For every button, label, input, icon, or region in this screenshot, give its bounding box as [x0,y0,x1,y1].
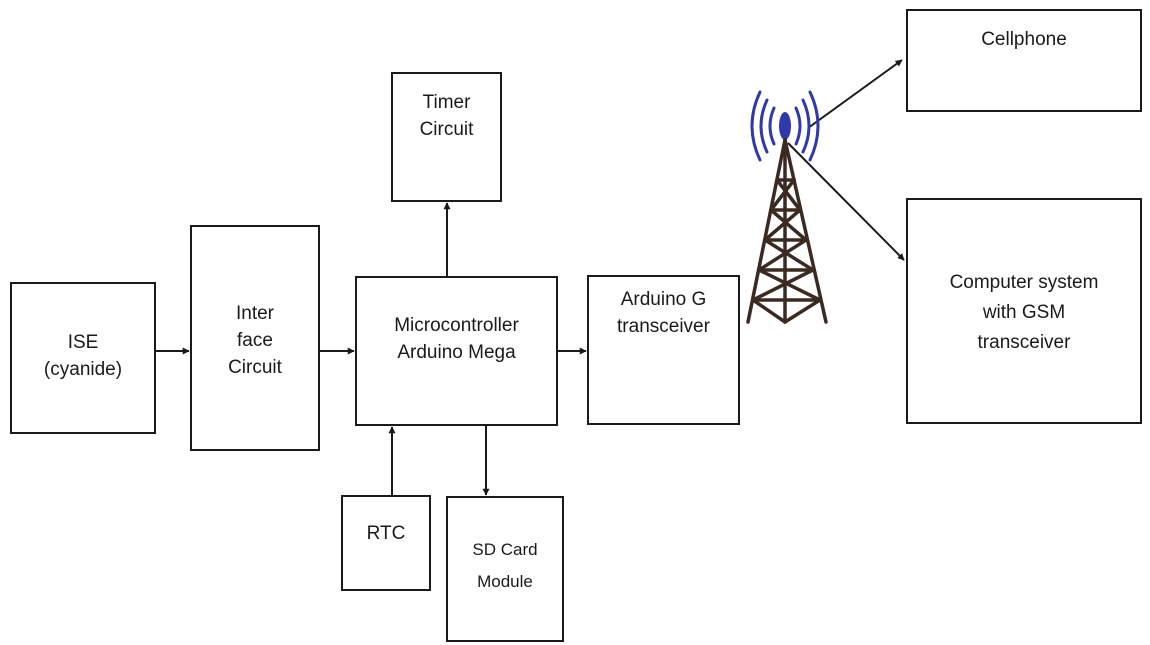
computer-system-block: Computer system with GSM transceiver [906,198,1142,424]
ise-cyanide-block: ISE (cyanide) [10,282,156,434]
cellphone-label: Cellphone [981,29,1067,50]
arrow-tower-to-computer [787,142,905,261]
microcontroller-label: Microcontroller [394,315,519,336]
rtc-label: RTC [366,523,406,544]
arduino-mega-label: Arduino Mega [397,342,516,363]
computer-label-1: Computer system [949,272,1099,293]
interface-label-2: face [237,330,273,351]
timer-label: Timer [422,92,471,113]
transceiver-label: transceiver [617,316,710,337]
arduino-g-transceiver-block: Arduino G transceiver [587,275,740,425]
computer-label-2: with GSM [982,302,1066,323]
sd-card-module-block: SD Card Module [446,496,564,642]
ise-label: ISE [67,332,99,353]
timer-circuit-label: Circuit [419,119,474,140]
rtc-block: RTC [341,495,431,591]
gsm-tower-icon [746,90,828,324]
arduino-g-label: Arduino G [620,289,707,310]
timer-circuit-block: Timer Circuit [391,72,502,202]
interface-label-3: Circuit [228,357,282,378]
interface-label-1: Inter [235,303,275,324]
sd-module-label: Module [477,572,533,591]
sd-card-label: SD Card [472,540,538,559]
ise-sublabel: (cyanide) [43,359,123,380]
microcontroller-block: Microcontroller Arduino Mega [355,276,558,426]
interface-circuit-block: Inter face Circuit [190,225,320,451]
arrow-tower-to-cellphone [807,59,903,129]
cellphone-block: Cellphone [906,9,1142,112]
computer-label-3: transceiver [977,332,1071,353]
